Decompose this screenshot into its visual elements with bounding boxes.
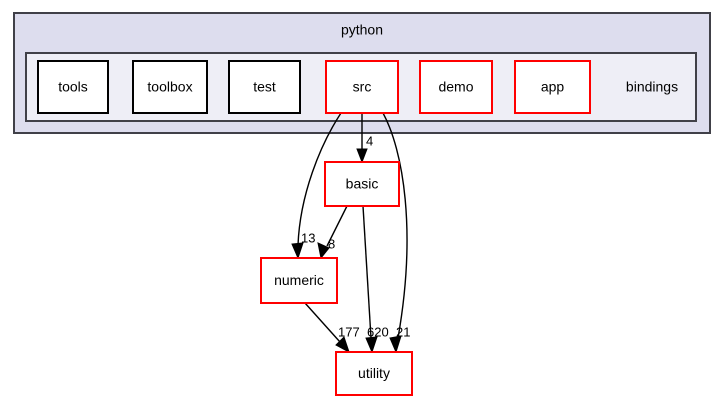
edge-numeric-utility-line (304, 302, 341, 343)
edge-basic-utility-weight: 620 (367, 324, 389, 339)
edges-layer: 4 13 21 8 (291, 112, 410, 354)
edge-numeric-utility-arrowhead (335, 336, 350, 354)
cluster-python-label: python (341, 22, 383, 38)
node-tools[interactable]: tools (37, 60, 109, 114)
node-demo-box (419, 60, 493, 114)
node-numeric[interactable]: numeric (260, 257, 338, 304)
node-test-box (228, 60, 301, 114)
edge-src-utility-arrowhead (389, 335, 402, 354)
edge-basic-numeric[interactable]: 8 (317, 205, 348, 260)
node-basic-label: basic (346, 176, 379, 192)
node-numeric-box (260, 257, 338, 304)
edge-src-basic-arrowhead (356, 148, 368, 164)
edge-numeric-utility-weight: 177 (338, 324, 360, 339)
node-utility[interactable]: utility (335, 351, 413, 396)
node-app-label: app (541, 79, 565, 95)
node-basic-box (324, 161, 400, 207)
edge-basic-utility-arrowhead (365, 336, 378, 354)
node-tools-label: tools (58, 79, 88, 95)
node-toolbox-label: toolbox (147, 79, 192, 95)
edge-basic-numeric-line (326, 205, 348, 247)
node-toolbox-box (132, 60, 208, 114)
nodes-layer: tools toolbox test src demo app (37, 60, 591, 396)
edge-src-utility[interactable]: 21 (382, 112, 410, 354)
node-tools-box (37, 60, 109, 114)
edge-src-numeric[interactable]: 13 (291, 112, 342, 260)
edge-src-basic[interactable]: 4 (356, 113, 373, 164)
node-src-box (325, 60, 399, 114)
edge-src-numeric-weight: 13 (301, 230, 315, 245)
edge-src-utility-line (382, 112, 408, 339)
node-toolbox[interactable]: toolbox (132, 60, 208, 114)
node-src[interactable]: src (325, 60, 399, 114)
edge-basic-numeric-arrowhead (317, 242, 330, 260)
edge-src-utility-weight: 21 (396, 324, 410, 339)
node-test[interactable]: test (228, 60, 301, 114)
edge-basic-utility[interactable]: 620 (362, 205, 389, 354)
node-app-box (514, 60, 591, 114)
edge-src-numeric-arrowhead (291, 242, 304, 260)
cluster-bindings-label: bindings (626, 79, 678, 95)
node-utility-box (335, 351, 413, 396)
edge-numeric-utility[interactable]: 177 (304, 302, 360, 354)
node-demo-label: demo (438, 79, 473, 95)
node-src-label: src (353, 79, 372, 95)
node-numeric-label: numeric (274, 272, 324, 288)
node-demo[interactable]: demo (419, 60, 493, 114)
edge-src-numeric-line (297, 112, 342, 246)
node-app[interactable]: app (514, 60, 591, 114)
node-test-label: test (253, 79, 276, 95)
edge-basic-numeric-weight: 8 (328, 236, 335, 251)
node-basic[interactable]: basic (324, 161, 400, 207)
edge-src-basic-weight: 4 (366, 133, 373, 148)
edge-basic-utility-line (362, 205, 372, 339)
node-utility-label: utility (358, 365, 390, 381)
